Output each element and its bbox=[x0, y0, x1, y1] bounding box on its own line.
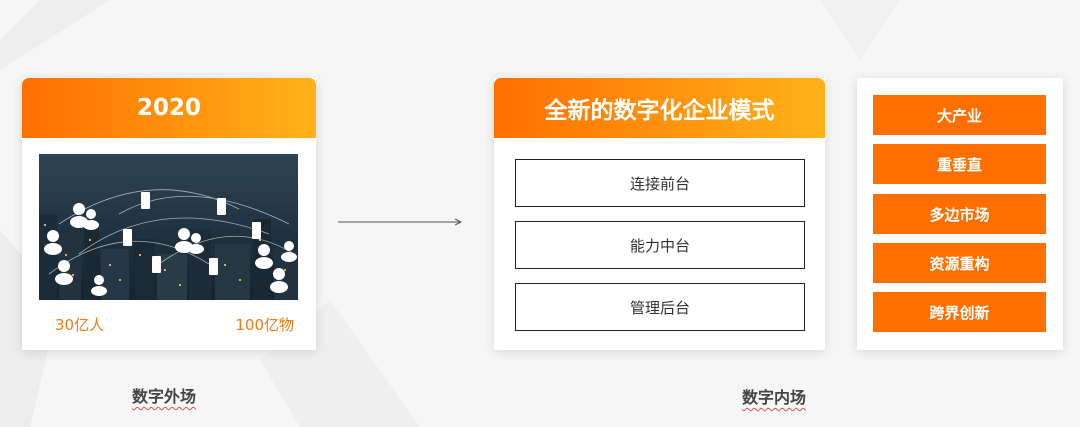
digital-outfield-card: 2020 bbox=[22, 78, 316, 350]
tag-cross-innovation: 跨界创新 bbox=[873, 292, 1046, 332]
enterprise-model-title: 全新的数字化企业模式 bbox=[494, 78, 825, 138]
year-header: 2020 bbox=[22, 78, 316, 138]
digital-infield-caption: 数字内场 bbox=[742, 388, 807, 407]
city-network-image bbox=[39, 154, 298, 300]
connector-arrow bbox=[338, 218, 463, 226]
tag-vertical: 重垂直 bbox=[873, 144, 1046, 184]
features-card: 大产业 重垂直 多边市场 资源重构 跨界创新 bbox=[857, 78, 1063, 350]
tag-resource-restructure: 资源重构 bbox=[873, 243, 1046, 283]
digital-outfield-caption: 数字外场 bbox=[132, 387, 197, 406]
tag-big-industry: 大产业 bbox=[873, 95, 1046, 135]
tag-multi-market: 多边市场 bbox=[873, 194, 1046, 234]
capability-platform-box: 能力中台 bbox=[515, 221, 805, 269]
things-count: 100亿物 bbox=[235, 316, 294, 334]
front-office-box: 连接前台 bbox=[515, 159, 805, 207]
back-office-box: 管理后台 bbox=[515, 283, 805, 331]
people-count: 30亿人 bbox=[55, 316, 105, 334]
enterprise-model-card: 全新的数字化企业模式 连接前台 能力中台 管理后台 bbox=[494, 78, 825, 350]
